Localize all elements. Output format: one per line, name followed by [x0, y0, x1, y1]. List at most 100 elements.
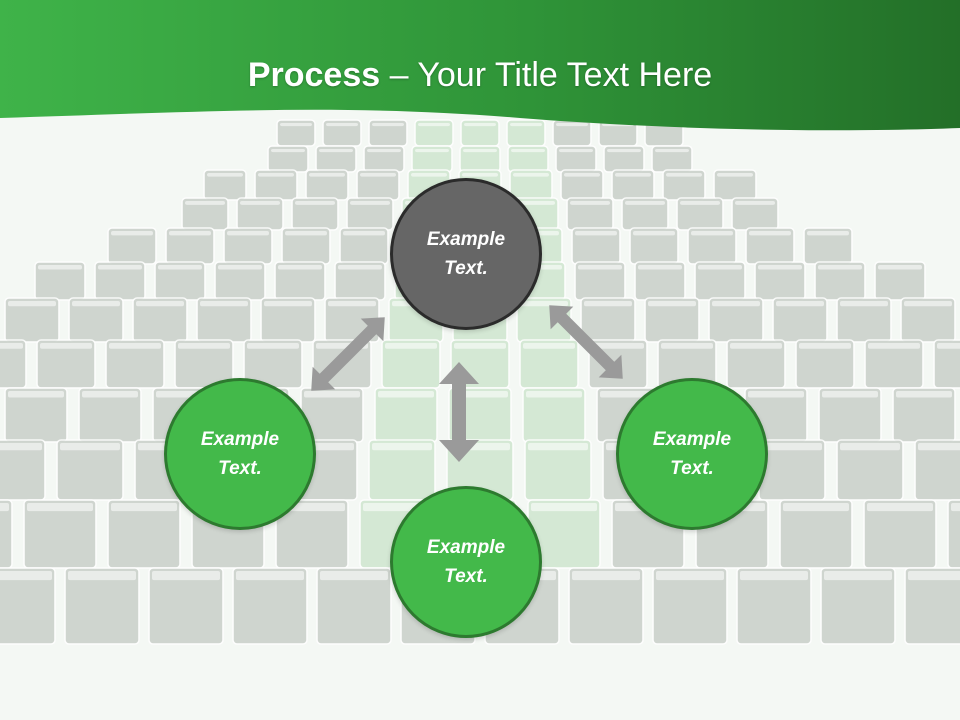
- tile-highlight: [271, 149, 305, 153]
- tile-highlight: [818, 265, 862, 270]
- tile-highlight: [661, 343, 713, 349]
- tile-highlight: [762, 443, 822, 451]
- background-tile: [736, 567, 812, 645]
- tile-highlight: [247, 343, 299, 349]
- tile-highlight: [867, 503, 933, 512]
- tile-highlight: [807, 231, 849, 236]
- tile-highlight: [462, 173, 498, 177]
- tile-highlight: [607, 149, 641, 153]
- tile-highlight: [111, 503, 177, 512]
- tile-highlight: [0, 443, 42, 451]
- background-tile: [864, 339, 924, 389]
- tile-highlight: [285, 231, 327, 236]
- tile-highlight: [200, 301, 248, 307]
- tile-highlight: [326, 123, 358, 127]
- process-node-top: Example Text.: [390, 178, 542, 330]
- tile-highlight: [840, 443, 900, 451]
- tile-highlight: [868, 343, 920, 349]
- tile-highlight: [60, 443, 120, 451]
- background-tile: [0, 339, 27, 389]
- tile-highlight: [360, 173, 396, 177]
- tile-highlight: [0, 571, 52, 581]
- tile-highlight: [418, 123, 450, 127]
- node-text-bottom: Example Text.: [426, 537, 506, 587]
- tile-highlight: [513, 173, 549, 177]
- tile-highlight: [749, 231, 791, 236]
- tile-highlight: [372, 123, 404, 127]
- tile-highlight: [680, 201, 720, 205]
- tile-highlight: [656, 571, 724, 581]
- background-tile: [68, 297, 124, 343]
- tile-highlight: [40, 343, 92, 349]
- tile-highlight: [218, 265, 262, 270]
- background-tile: [0, 439, 46, 501]
- tile-highlight: [735, 201, 775, 205]
- tile-highlight: [691, 231, 733, 236]
- tile-highlight: [320, 571, 388, 581]
- tile-highlight: [109, 343, 161, 349]
- tile-highlight: [758, 265, 802, 270]
- background-tile: [836, 297, 892, 343]
- background-tile: [779, 499, 853, 569]
- tile-highlight: [840, 301, 888, 307]
- background-tile: [23, 499, 97, 569]
- background-tile: [0, 499, 13, 569]
- tile-highlight: [367, 149, 401, 153]
- tile-highlight: [570, 201, 610, 205]
- tile-highlight: [178, 343, 230, 349]
- background-tile: [316, 567, 392, 645]
- tile-highlight: [240, 201, 280, 205]
- tile-highlight: [578, 265, 622, 270]
- tile-highlight: [824, 571, 892, 581]
- tile-highlight: [136, 301, 184, 307]
- tile-highlight: [280, 123, 312, 127]
- tile-highlight: [295, 201, 335, 205]
- tile-highlight: [309, 173, 345, 177]
- double-arrow-vertical-icon: [439, 362, 479, 462]
- tile-highlight: [592, 343, 644, 349]
- tile-highlight: [304, 391, 360, 398]
- tile-highlight: [556, 123, 588, 127]
- tile-highlight: [908, 571, 960, 581]
- title-rest: – Your Title Text Here: [380, 56, 713, 94]
- tile-highlight: [264, 301, 312, 307]
- background-tile: [34, 261, 86, 301]
- tile-highlight: [648, 301, 696, 307]
- tile-highlight: [655, 149, 689, 153]
- tile-highlight: [169, 231, 211, 236]
- tile-highlight: [338, 265, 382, 270]
- tile-highlight: [698, 265, 742, 270]
- tile-highlight: [278, 265, 322, 270]
- background-tile: [947, 499, 960, 569]
- tile-highlight: [776, 301, 824, 307]
- tile-highlight: [878, 265, 922, 270]
- tile-highlight: [207, 173, 243, 177]
- tile-highlight: [730, 343, 782, 349]
- background-tile: [64, 567, 140, 645]
- background-tile: [36, 339, 96, 389]
- node-text-right: Example Text.: [652, 429, 732, 479]
- tile-highlight: [572, 571, 640, 581]
- background-tile: [232, 567, 308, 645]
- tile-highlight: [258, 173, 294, 177]
- tile-highlight: [822, 391, 878, 398]
- tile-highlight: [666, 173, 702, 177]
- page-title: Process – Your Title Text Here: [0, 52, 960, 98]
- tile-highlight: [0, 503, 9, 512]
- tile-highlight: [111, 231, 153, 236]
- background-tile: [904, 567, 960, 645]
- tile-highlight: [372, 443, 432, 451]
- tile-highlight: [8, 391, 64, 398]
- tile-highlight: [520, 301, 568, 307]
- tile-highlight: [454, 343, 506, 349]
- background-tile: [4, 297, 60, 343]
- node-text-left: Example Text.: [200, 429, 280, 479]
- tile-highlight: [523, 343, 575, 349]
- background-tile: [914, 439, 960, 501]
- tile-highlight: [783, 503, 849, 512]
- background-tile: [874, 261, 926, 301]
- tile-highlight: [38, 265, 82, 270]
- tile-highlight: [937, 343, 960, 349]
- tile-highlight: [385, 343, 437, 349]
- background-tile: [275, 499, 349, 569]
